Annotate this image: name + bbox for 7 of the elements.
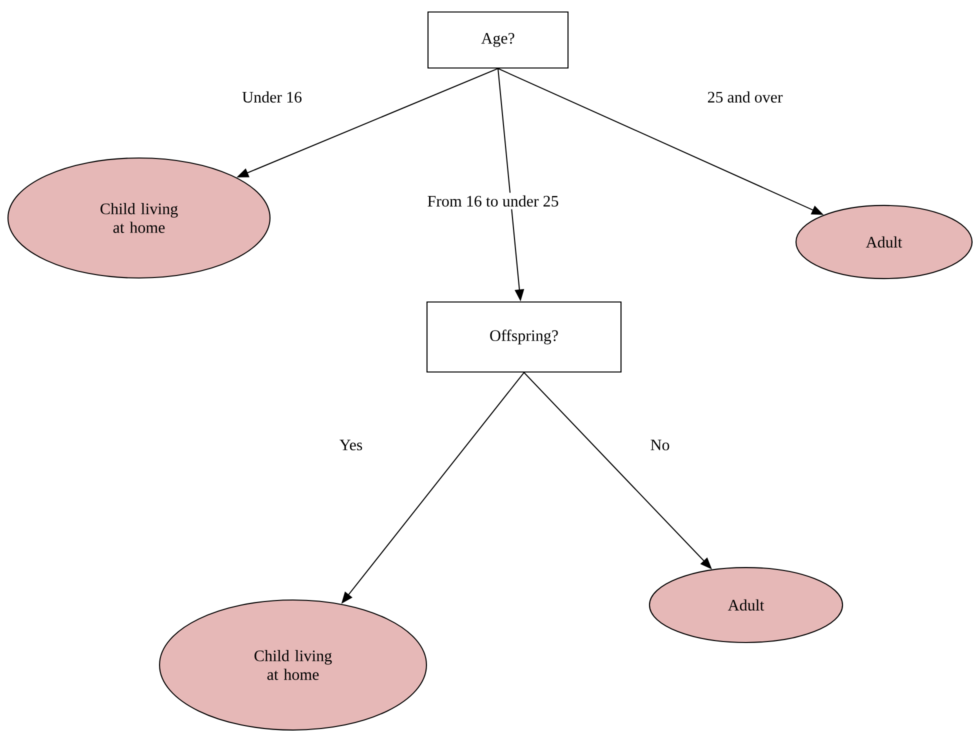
- edge-label: Under 16: [242, 91, 302, 103]
- edge-label: Yes: [340, 440, 362, 450]
- edge-label: From 16 to under 25: [424, 192, 562, 210]
- edge-label: No: [650, 440, 670, 450]
- edge-label: 25 and over: [708, 91, 783, 103]
- decision-box: Offspring?: [426, 301, 622, 373]
- decision-box: Age?: [427, 11, 569, 69]
